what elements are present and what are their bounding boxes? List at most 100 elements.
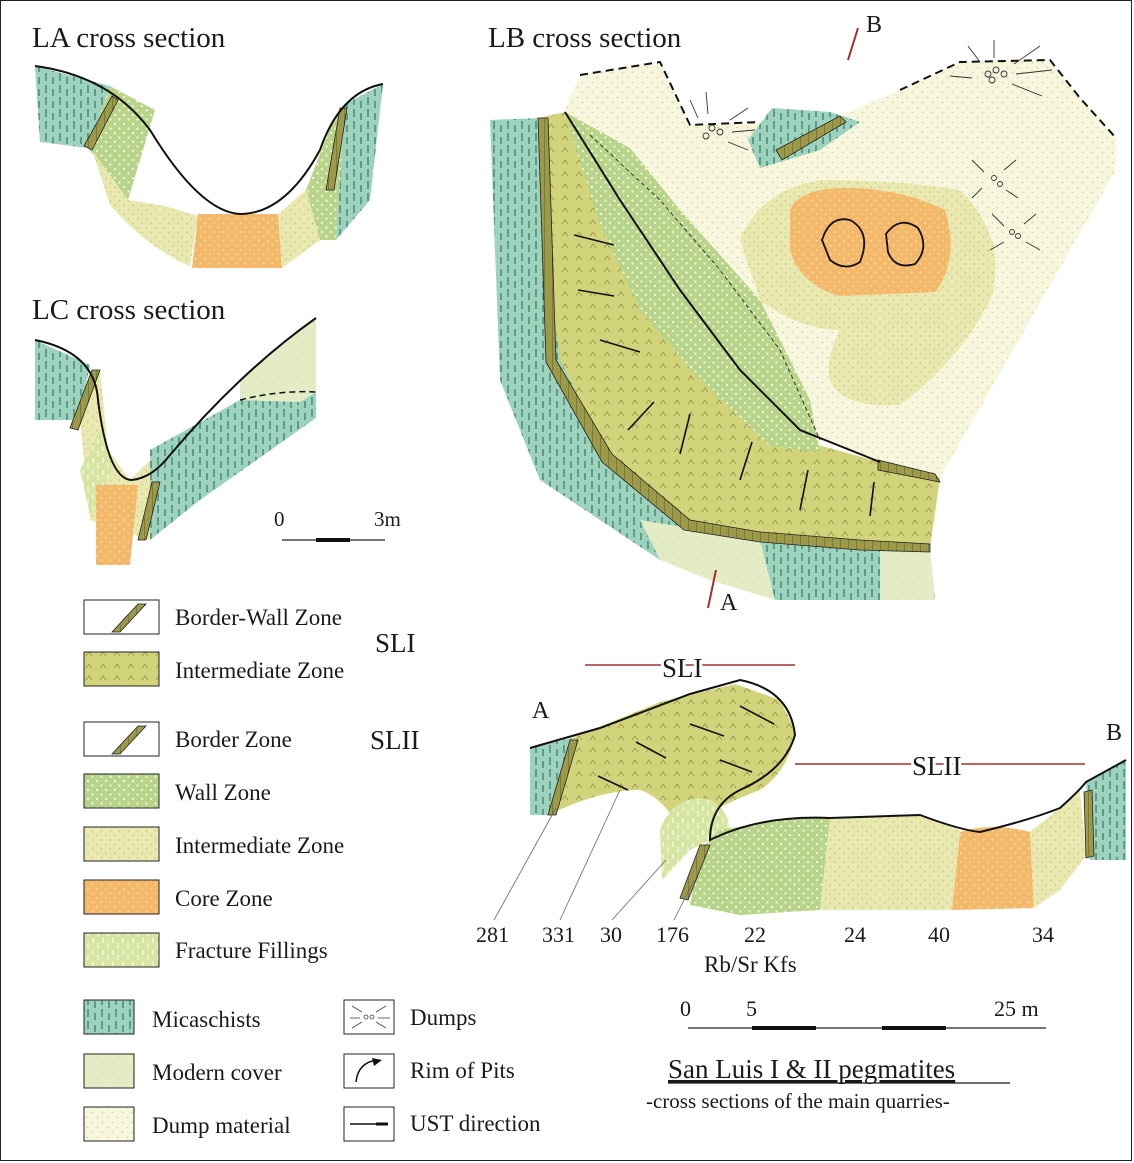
legend-swatch-intermediate-slii [83,826,160,862]
lb-dumps-symbols [689,40,1053,251]
legend-swatch-modern-cover [83,1053,135,1089]
sample-label: 281 [476,922,509,947]
lb-point-b: B [866,12,882,38]
legend-wall: Wall Zone [175,780,271,805]
caption-subtitle: -cross sections of the main quarries- [646,1089,950,1113]
lc-title: LC cross section [32,294,226,326]
legend-swatch-dumps [343,999,395,1035]
lc-surface [34,317,317,482]
legend-swatch-dump-material [83,1106,135,1142]
lc-border-right [137,481,161,541]
profile-intermediate-right [1030,790,1086,908]
profile-surface [529,678,1127,842]
legend-micaschists: Micaschists [152,1007,261,1032]
lb-border-top [775,115,847,161]
profile-slii-label: SLII [912,751,962,781]
lb-rim-of-pits-2 [885,221,925,267]
legend-swatch-micaschists [83,999,135,1035]
la-core [192,214,282,268]
lb-border-outer [537,117,931,553]
lb-point-a: A [720,590,738,616]
legend-swatch-fracture [83,932,160,968]
sample-label: 34 [1032,922,1054,947]
lb-wall-contact [589,134,821,441]
profile-border-middle [679,844,711,901]
sample-label: 22 [744,922,766,947]
lc-core [96,485,138,565]
la-intermediate-left [92,150,198,266]
lb-cross-section [490,27,1117,609]
profile-sli-label: SLI [662,653,703,683]
lb-line-a-mark [707,569,717,609]
profile-samples: 281 331 30 176 22 24 40 34 [476,922,1054,947]
sample-label: 40 [928,922,950,947]
la-cross-section [34,65,384,268]
lb-rim-of-pits-1 [821,218,866,268]
profile-intermediate-mid [820,815,960,910]
la-border-left [83,95,119,151]
la-surface [34,65,384,216]
profile-border-right [1083,789,1095,859]
legend-sli-group: SLI [375,628,416,658]
la-intermediate-right [278,190,320,268]
lc-modern-cover [240,318,316,402]
sample-label: 24 [844,922,866,947]
lb-core [790,188,951,296]
lb-dumps-edge [579,60,761,127]
profile-point-a: A [532,698,550,724]
profile-intermediate-sli [548,684,795,850]
profile-point-b: B [1106,720,1122,746]
legend [83,599,395,1142]
lb-cover-bottom-right [880,545,935,600]
sample-label: 176 [656,922,689,947]
profile-sample-leaders [493,789,695,921]
sample-label: 331 [542,922,575,947]
small-scale-zero: 0 [274,507,285,531]
small-scale-max: 3m [374,507,401,531]
lc-fracture [80,430,112,515]
legend-ust: UST direction [410,1111,541,1136]
profile-micaschist-right [1086,760,1126,860]
big-scale-mid: 5 [746,996,757,1021]
lc-micaschist-left [35,340,90,420]
la-micaschist-left [35,66,110,148]
lc-cross-section [34,317,317,565]
lc-border-left [69,369,101,431]
lb-border-right [877,459,941,483]
profile-micaschist-left [530,738,572,815]
legend-swatch-intermediate-sli [83,651,160,687]
lb-ust-marks [573,234,875,517]
big-scale-zero: 0 [680,996,691,1021]
legend-swatch-wall [83,773,160,809]
legend-modern-cover: Modern cover [152,1060,282,1085]
lb-line-b-mark [847,27,859,61]
lb-title: LB cross section [488,22,682,54]
profile-border-left [547,739,579,816]
lb-dumps-edge-right [899,58,1117,139]
profile-ust-marks [597,705,775,791]
sample-label: 30 [600,922,622,947]
profile-core [952,827,1034,910]
legend-dump-material: Dump material [152,1113,291,1138]
la-micaschist-right [336,84,383,240]
big-scale-max: 25 m [994,996,1039,1021]
lb-wall-zone [565,112,820,452]
rbsr-label: Rb/Sr Kfs [704,952,797,977]
legend-rim-of-pits: Rim of Pits [410,1058,515,1083]
legend-core: Core Zone [175,886,273,911]
legend-fracture: Fracture Fillings [175,938,328,963]
small-scale-bar: 0 3m [274,507,401,542]
caption-title: San Luis I & II pegmatites [668,1054,955,1084]
lb-intermediate-sli [538,112,940,548]
la-title: LA cross section [32,22,226,54]
legend-intermediate-sli: Intermediate Zone [175,658,344,683]
lb-modern-cover-bottom [640,520,775,600]
legend-border-wall: Border-Wall Zone [175,605,342,630]
profile-ab [493,664,1127,921]
legend-intermediate-slii: Intermediate Zone [175,833,344,858]
legend-swatch-core [83,879,160,915]
legend-slii-group: SLII [370,725,420,755]
lc-micaschist-right [150,392,316,540]
